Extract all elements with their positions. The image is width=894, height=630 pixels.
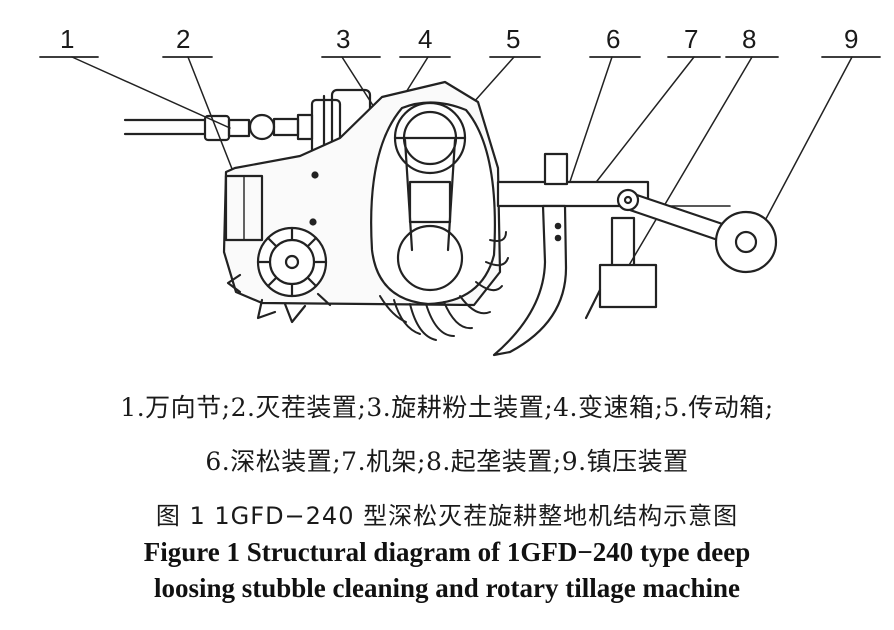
legend-line-2: 6.深松装置;7.机架;8.起垄装置;9.镇压装置 xyxy=(205,447,689,476)
callout-3: 3 xyxy=(336,24,350,54)
rotary-tillage-blades xyxy=(379,231,509,341)
legend-line-1: 1.万向节;2.灭茬装置;3.旋耕粉土装置;4.变速箱;5.传动箱; xyxy=(120,393,774,422)
subsoiler-shank xyxy=(492,152,569,357)
callout-numbers: 1 2 3 4 5 6 7 8 9 xyxy=(60,24,858,54)
callout-2: 2 xyxy=(176,24,190,54)
figure-caption-english-line-2: loosing stubble cleaning and rotary till… xyxy=(153,573,741,603)
figure-caption-chinese: 图 1 1GFD−240 型深松灭茬旋耕整地机结构示意图 xyxy=(155,502,739,530)
callout-5: 5 xyxy=(506,24,520,54)
machine-structure-diagram: 1 2 3 4 5 6 7 8 9 xyxy=(39,24,881,357)
callout-8: 8 xyxy=(742,24,756,54)
transmission-belt xyxy=(370,101,496,306)
callout-9: 9 xyxy=(844,24,858,54)
figure-caption-english-line-1: Figure 1 Structural diagram of 1GFD−240 … xyxy=(143,537,751,567)
press-roller xyxy=(616,188,778,274)
frame xyxy=(496,180,731,208)
callout-7: 7 xyxy=(684,24,698,54)
callout-1: 1 xyxy=(60,24,74,54)
ridging-device xyxy=(584,216,658,320)
stubble-cleaning-drum xyxy=(226,226,332,324)
callout-6: 6 xyxy=(606,24,620,54)
universal-joint xyxy=(123,113,314,142)
callout-4: 4 xyxy=(418,24,432,54)
